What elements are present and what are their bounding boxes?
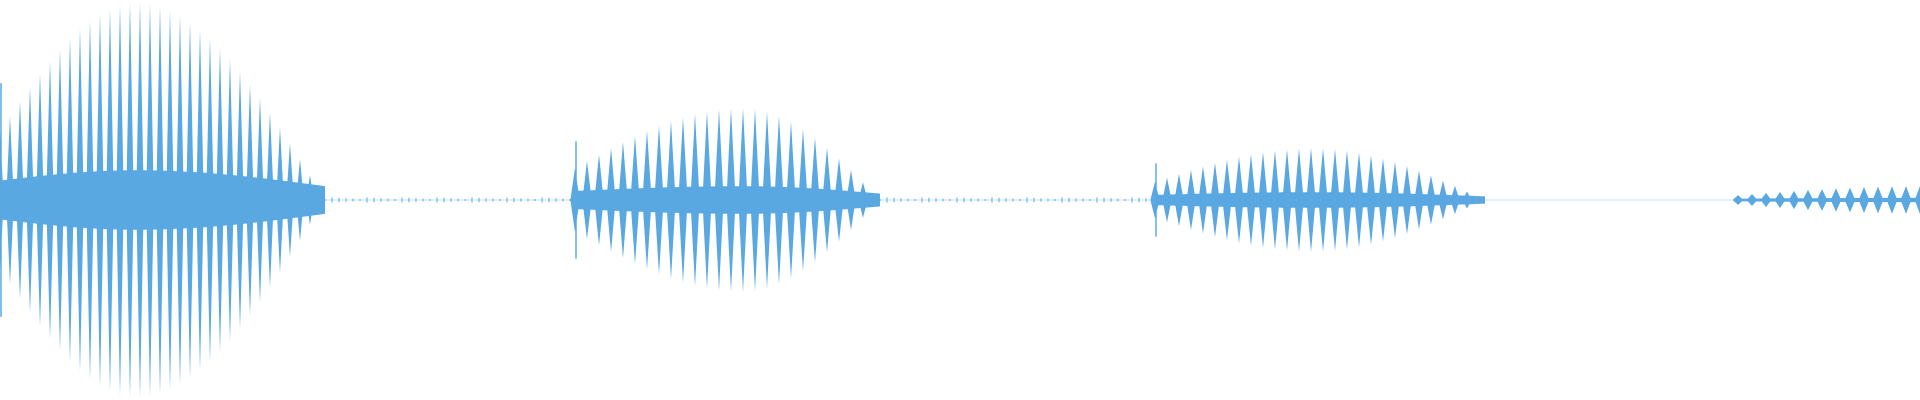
burst-4-oscillation [1732,186,1920,214]
burst-1-oscillation [0,2,324,398]
noise-floor-1 [324,197,571,203]
burst-2-oscillation [570,108,880,292]
burst-3-oscillation [1150,148,1484,252]
noise-floor-2 [879,197,1154,203]
